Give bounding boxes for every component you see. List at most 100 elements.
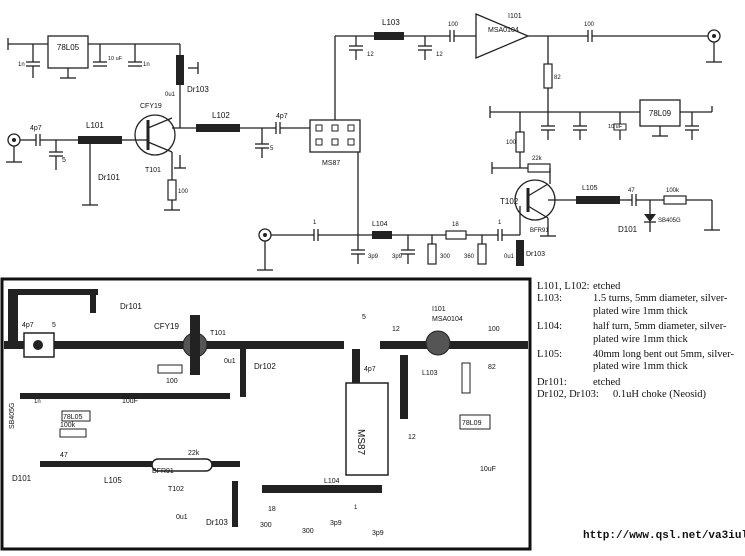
pcb-dr101-label: Dr101 — [120, 302, 142, 311]
choke-dr101-label: Dr101 — [98, 173, 120, 182]
regulator-78l09 — [639, 99, 681, 127]
inductor-l104-label: L104 — [372, 221, 388, 228]
pcb-dr102-label: Dr102 — [254, 362, 276, 371]
c-3p9-label: 3p9 — [368, 254, 379, 260]
inductor-l105-label: L105 — [582, 185, 598, 192]
pcb-c12-label: 12 — [392, 326, 400, 333]
pcb-msa-icon — [425, 330, 451, 356]
pcb-t102-label: T102 — [168, 486, 184, 493]
transistor-cfy19-icon — [134, 114, 176, 156]
inductor-l101 — [78, 136, 122, 144]
source-url[interactable]: http://www.qsl.net/va3iul/ — [583, 530, 745, 542]
pcb-r18-label: 18 — [268, 506, 276, 513]
filter-ms87-label: MS87 — [322, 160, 340, 167]
pcb-d101-label: D101 — [12, 474, 32, 483]
c-5-label: 5 — [62, 157, 66, 164]
pcb-reg-5v-label: 78L05 — [63, 414, 83, 421]
c-4p7-label-2: 4p7 — [276, 113, 288, 120]
c-10uf-label: 10 uF — [108, 56, 123, 62]
pcb-c3p9-label: 3p9 — [330, 520, 342, 527]
pcb-i101-label: I101 — [432, 306, 446, 313]
legend-row: L103:1.5 turns, 5mm diameter, silver-pla… — [537, 293, 742, 318]
pcb-r300-label-2: 300 — [302, 528, 314, 535]
c-100-label-2: 100 — [584, 22, 595, 28]
amplifier-msa-icon — [475, 13, 530, 59]
legend-row: L101, L102:etched — [537, 281, 742, 293]
pcb-filter-label: MS87 — [355, 429, 366, 456]
legend-key: L101, L102: — [537, 281, 590, 292]
resistor-100k — [663, 195, 687, 205]
regulator-9v-label: 78L09 — [649, 109, 672, 118]
pcb-layout: Dr101 4p7 5 CFY19 T101 100 Dr102 0u1 78L… — [0, 277, 532, 551]
c-0u1-label: 0u1 — [165, 92, 176, 98]
pcb-reg-9v-label: 78L09 — [462, 420, 482, 427]
legend-key: L104: — [537, 321, 563, 333]
inductor-l103 — [374, 32, 404, 40]
resistor-360 — [477, 243, 487, 265]
pcb-c3p9-label-2: 3p9 — [372, 530, 384, 537]
inductor-l105 — [576, 196, 620, 204]
legend-row: L104: half turn, 5mm diameter, silver-pla… — [537, 321, 742, 346]
choke-dr103 — [516, 240, 524, 266]
c-1-label-2: 1 — [498, 220, 502, 226]
choke-dr103-label: Dr103 — [526, 251, 545, 258]
pcb-c-0u1-label: 0u1 — [224, 358, 236, 365]
pcb-78l05 — [61, 410, 91, 422]
legend-key: L105: — [537, 349, 563, 361]
transistor-t101-label: T101 — [145, 167, 161, 174]
pcb-c-0u1-label-2: 0u1 — [176, 514, 188, 521]
legend-value: half turn, 5mm diameter, silver-plated w… — [593, 321, 727, 345]
c-5-label-2: 5 — [270, 146, 274, 152]
diode-ref-label: D101 — [618, 225, 638, 234]
pcb-l105-label: L105 — [104, 476, 122, 485]
r-82-label: 82 — [554, 75, 561, 81]
c-100-label: 100 — [448, 22, 459, 28]
pcb-cap-4p7-label: 4p7 — [22, 322, 34, 329]
legend-key: Dr101: — [537, 376, 567, 388]
c-47-label: 47 — [628, 188, 635, 194]
pcb-c-1n-label: 1n — [34, 399, 41, 405]
pcb-r100k — [59, 428, 87, 438]
schematic-diagram: 78L05 1n 10 uF 1n Dr103 0u1 4p7 5 L101 D… — [6, 13, 722, 271]
c-0u1-label-2: 0u1 — [504, 254, 515, 260]
pcb-cap-5-label: 5 — [52, 322, 56, 329]
pcb-ms87 — [345, 382, 389, 476]
c-12-label: 12 — [367, 52, 374, 58]
legend-value: etched — [593, 376, 621, 388]
r-360-label: 360 — [464, 254, 475, 260]
regulator-5v-label: 78L05 — [57, 43, 80, 52]
pcb-c-4p7b-label: 4p7 — [364, 366, 376, 373]
pcb-c12-label-2: 12 — [408, 434, 416, 441]
legend-key: L103: — [537, 293, 563, 305]
regulator-78l05: 78L05 1n 10 uF 1n — [7, 35, 180, 79]
diode-part-label: SB405G — [658, 218, 681, 224]
r-18-label: 18 — [452, 222, 459, 228]
legend-row: L105: 40mm long bent out 5mm, silver-plat… — [537, 349, 742, 374]
pcb-r100-label: 100 — [166, 378, 178, 385]
r-100-label: 100 — [178, 189, 189, 195]
legend-row: Dr102, Dr103:0.1uH choke (Neosid) — [537, 389, 742, 401]
c-1n-label: 1n — [18, 62, 25, 68]
r-100k-label: 100k — [666, 188, 680, 194]
diode-sb405g-icon — [644, 214, 656, 222]
pcb-c-10uf-label: 10uF — [122, 398, 138, 405]
r-100-label-2: 100 — [506, 140, 517, 146]
amplifier-ref-label: I101 — [508, 13, 522, 20]
resistor-18 — [445, 230, 467, 240]
choke-dr102 — [176, 55, 184, 85]
inductor-l104 — [372, 231, 392, 239]
r-300-label: 300 — [440, 254, 451, 260]
resistor-100-b — [515, 131, 525, 153]
inductor-l101-label: L101 — [86, 121, 104, 130]
c-4p7-label: 4p7 — [30, 125, 42, 132]
pcb-r22k-label: 22k — [188, 450, 200, 457]
r-22k-label: 22k — [532, 156, 543, 162]
transistor-cfy19-label: CFY19 — [140, 103, 162, 110]
resistor-100 — [167, 179, 177, 201]
pcb-l104-label: L104 — [324, 478, 340, 485]
choke-dr102-label: Dr103 — [187, 85, 209, 94]
pcb-r300-label: 300 — [260, 522, 272, 529]
legend-value: 0.1uH choke (Neosid) — [613, 389, 707, 401]
legend-value: 40mm long bent out 5mm, silver-plated wi… — [593, 349, 734, 373]
pcb-c47-label: 47 — [60, 452, 68, 459]
